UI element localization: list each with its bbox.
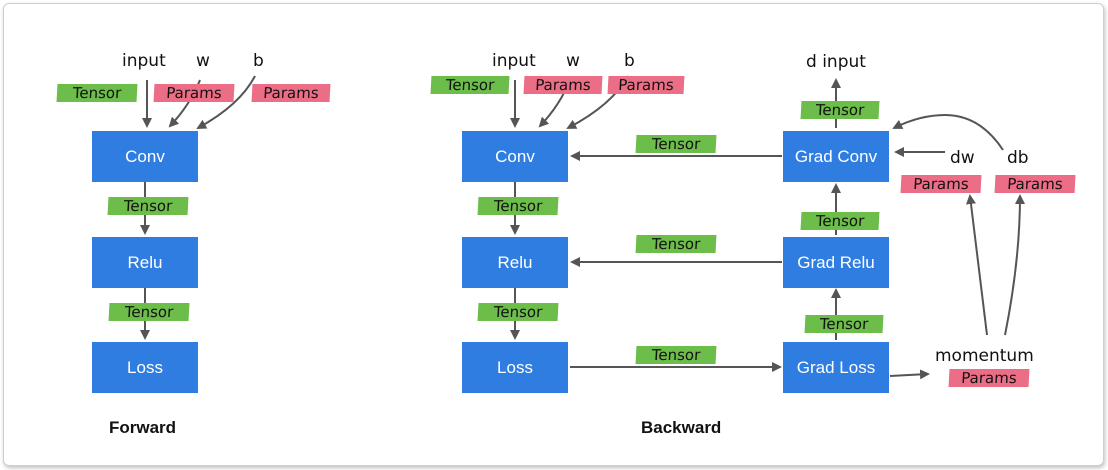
dw-params-tag: Params	[900, 175, 982, 193]
backward-input-label: input	[492, 51, 536, 71]
forward-w-tag: Params	[153, 84, 235, 102]
d-input-label: d input	[806, 52, 866, 72]
grad-up-tag-conv: Tensor	[800, 101, 880, 119]
cross-tag-relu: Tensor	[635, 235, 717, 253]
cross-tag-loss: Tensor	[635, 346, 717, 364]
backward-loss-node: Loss	[462, 342, 568, 393]
forward-b-label: b	[253, 51, 264, 71]
grad-up-tag-loss: Tensor	[804, 315, 884, 333]
forward-conv-node: Conv	[92, 131, 198, 182]
forward-b-tag: Params	[251, 84, 331, 102]
grad-up-tag-relu: Tensor	[800, 212, 880, 230]
forward-w-label: w	[196, 51, 210, 71]
arrow-gradloss-momentum	[889, 369, 930, 380]
momentum-label: momentum	[935, 346, 1034, 366]
forward-relu-loss-tag: Tensor	[108, 303, 190, 321]
backward-input-tag: Tensor	[430, 76, 510, 94]
arrow-momentum-db	[1004, 194, 1025, 336]
momentum-params-tag: Params	[948, 369, 1030, 387]
forward-input-label: input	[122, 51, 166, 71]
forward-caption: Forward	[109, 418, 177, 437]
backward-conv-relu-tag: Tensor	[477, 197, 559, 215]
backward-b-label: b	[624, 51, 635, 71]
backward-arrows	[510, 75, 1025, 380]
forward-input-tag: Tensor	[56, 84, 138, 102]
forward-loss-node: Loss	[92, 342, 198, 393]
backward-relu-node: Relu	[462, 237, 568, 288]
arrow-momentum-dw	[966, 194, 988, 336]
backward-caption: Backward	[641, 418, 722, 437]
backward-w-label: w	[566, 51, 580, 71]
grad-loss-node: Grad Loss	[783, 342, 889, 393]
cross-tag-conv: Tensor	[635, 135, 717, 153]
arrow-db-gradconv	[892, 113, 1004, 151]
backward-b-tag: Params	[607, 76, 685, 94]
db-label: db	[1007, 148, 1029, 168]
backward-conv-node: Conv	[462, 131, 568, 182]
backward-relu-loss-tag: Tensor	[477, 303, 559, 321]
grad-conv-node: Grad Conv	[783, 131, 889, 182]
grad-relu-node: Grad Relu	[783, 237, 889, 288]
arrow-b-conv	[196, 75, 256, 129]
forward-conv-relu-tag: Tensor	[107, 197, 189, 215]
forward-relu-node: Relu	[92, 237, 198, 288]
backward-w-tag: Params	[523, 76, 603, 94]
db-params-tag: Params	[994, 175, 1076, 193]
dw-label: dw	[950, 148, 975, 168]
